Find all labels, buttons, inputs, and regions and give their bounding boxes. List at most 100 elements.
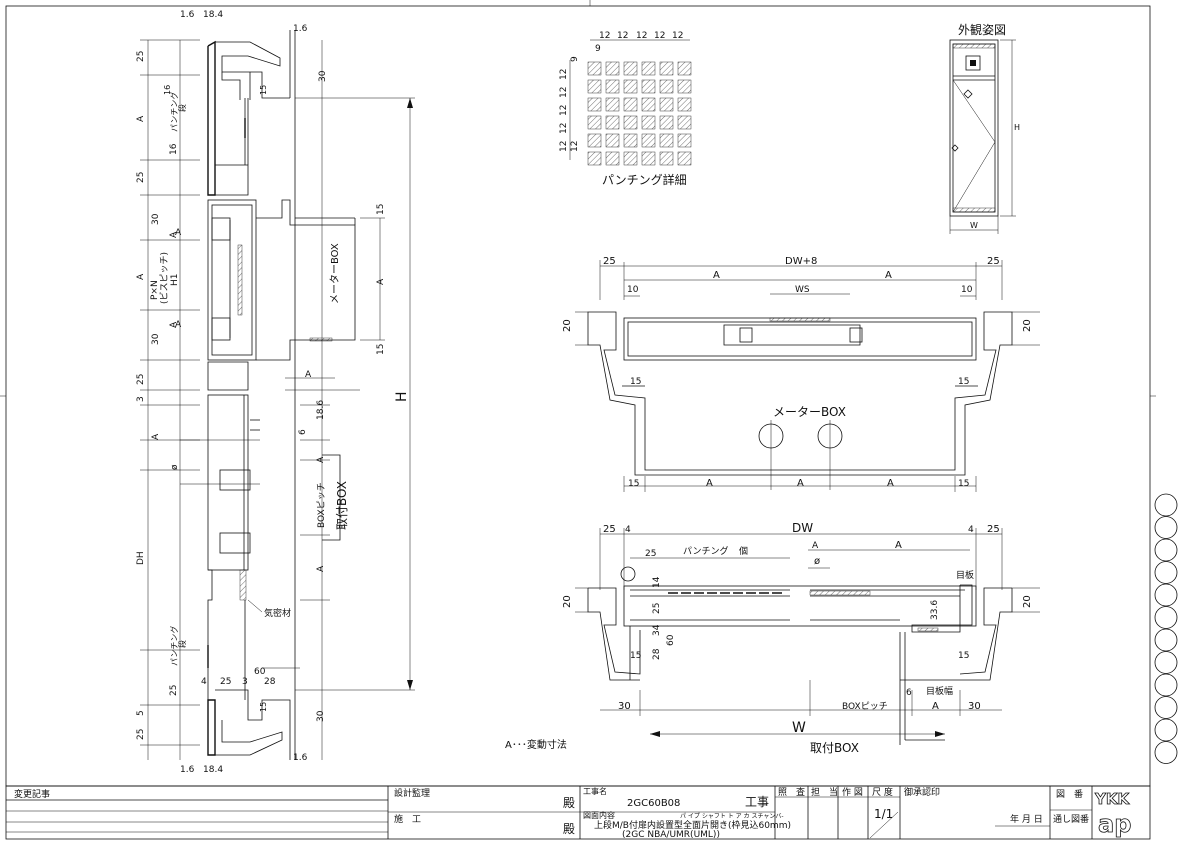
side-right-dim: 6 <box>298 429 308 435</box>
side-bottom-small: 4 <box>201 677 207 687</box>
side-right-dim: A <box>316 565 326 572</box>
punch-dim-top: 12 <box>617 31 628 41</box>
revision-circle <box>1154 628 1178 652</box>
punch-dim-left: 12 <box>559 69 569 80</box>
punch-hole <box>659 61 674 76</box>
dono-1: 殿 <box>563 796 575 810</box>
punch-hole <box>677 115 692 130</box>
side-left-dim: P×N <box>150 280 160 300</box>
revision-circle <box>1154 696 1178 719</box>
side-left-dim: 16 <box>169 143 179 155</box>
change-record-label: 変更記事 <box>14 788 50 800</box>
punch-hole <box>623 79 638 94</box>
plan-top-bottom-dim: 15 <box>958 479 969 489</box>
punch-dim-left: 12 <box>559 141 569 152</box>
revision-circle <box>1154 583 1178 607</box>
side-mount-box-label: 取付BOX <box>335 481 349 530</box>
exterior-view-title: 外観姿図 <box>958 23 1006 37</box>
plan-bottom-val: 28 <box>652 648 662 660</box>
punching-grid <box>569 39 692 166</box>
plan-top-bottom-dim: A <box>797 478 804 489</box>
revision-circle <box>1154 538 1178 562</box>
punch-hole <box>659 133 674 148</box>
plan-bottom-val: 25 <box>652 603 662 614</box>
side-inner-label: 16 <box>163 85 172 95</box>
punch-hole <box>677 151 692 166</box>
side-left-dim: 25 <box>136 374 146 385</box>
punch-dim-left: 9 <box>570 56 580 62</box>
plan-bottom-mount-box: 取付BOX <box>810 741 859 755</box>
plan-bottom-a1: A <box>812 541 819 551</box>
plan-top-total: DW+8 <box>785 256 817 267</box>
punch-dim-top: 12 <box>672 31 683 41</box>
title-block <box>5 785 1151 840</box>
punch-hole <box>623 133 638 148</box>
revision-circles <box>1154 493 1178 764</box>
revision-circle <box>1154 651 1178 674</box>
side-left-dim: 25 <box>136 172 146 183</box>
side-left-dim: 3 <box>136 396 146 402</box>
plan-bottom-w: W <box>792 720 806 736</box>
punch-hole <box>659 151 674 166</box>
punch-hole <box>677 133 692 148</box>
punch-hole <box>587 79 602 94</box>
punch-hole <box>605 115 620 130</box>
plan-top-ten-right: 10 <box>961 285 973 295</box>
punch-hole <box>623 97 638 112</box>
punch-hole <box>605 97 620 112</box>
side-inner-label: パンチング <box>169 626 179 666</box>
side-left-dim: A <box>151 433 161 440</box>
side-left-dim: A <box>169 231 179 238</box>
punch-hole <box>641 97 656 112</box>
plan-bottom-mokuita: 目板 <box>956 569 974 581</box>
scale-label: 尺 度 <box>872 786 893 798</box>
side-left-dim: 25 <box>169 685 179 696</box>
side-bottom-dim-2: 18.4 <box>203 765 223 775</box>
draw-label: 作 図 <box>842 786 863 798</box>
scale-value: 1/1 <box>874 807 893 821</box>
side-a-label: A <box>305 370 312 380</box>
side-left-dim: 25 <box>136 51 146 62</box>
punch-hole <box>677 79 692 94</box>
side-left-dim: 30 <box>151 213 161 225</box>
plan-bottom-val: 20 <box>1022 595 1033 608</box>
plan-bottom-dim-top: 4 <box>625 525 631 535</box>
plan-bottom-mokuita-w: 目板幅 <box>926 685 953 697</box>
punch-hole <box>587 133 602 148</box>
side-a-label: A <box>175 320 182 330</box>
plan-bottom-dim-top: 25 <box>603 524 616 535</box>
revision-circle <box>1154 516 1178 539</box>
punch-hole <box>605 61 620 76</box>
side-left-dim: 30 <box>151 333 161 345</box>
plan-bottom-dim-top: 25 <box>987 524 1000 535</box>
project-name-label: 工事名 <box>583 786 607 796</box>
side-right-dim: 30 <box>316 710 326 722</box>
punch-hole <box>659 115 674 130</box>
drawing-content-label: 図面内容 <box>583 810 615 820</box>
revision-circle <box>1154 741 1178 764</box>
punch-hole <box>659 79 674 94</box>
plan-top-bottom-dim: 15 <box>628 479 639 489</box>
punch-dim-top: 12 <box>599 31 610 41</box>
side-bottom-small: 25 <box>220 677 231 687</box>
side-right-dim: 15 <box>376 344 386 355</box>
drawing-content: 上段M/B付扉内設置型全面片開き(枠見込60mm) <box>594 819 791 831</box>
side-meter-box-label: メーターBOX <box>329 243 341 304</box>
plan-bottom-box-pitch: BOXピッチ <box>842 701 888 712</box>
plan-top-bottom-dim: A <box>887 478 894 489</box>
punch-hole <box>623 115 638 130</box>
revision-circle <box>1154 673 1178 697</box>
plan-bottom-punching: パンチング <box>683 545 728 557</box>
side-left-dim: (ビスピッチ) <box>159 252 170 304</box>
side-right-dim: A <box>376 278 386 285</box>
punch-hole <box>641 133 656 148</box>
punch-hole <box>605 133 620 148</box>
plan-bottom-count: 個 <box>739 545 748 557</box>
plan-bottom-a2: A <box>895 540 902 551</box>
side-seal-label: 気密材 <box>264 607 291 619</box>
plan-bottom-dim-bottom: 30 <box>968 701 981 712</box>
plan-bottom-phi: ø <box>814 556 820 567</box>
side-box-pitch-label: BOXピッチ <box>316 482 327 528</box>
plan-top-a-right: A <box>885 270 892 281</box>
